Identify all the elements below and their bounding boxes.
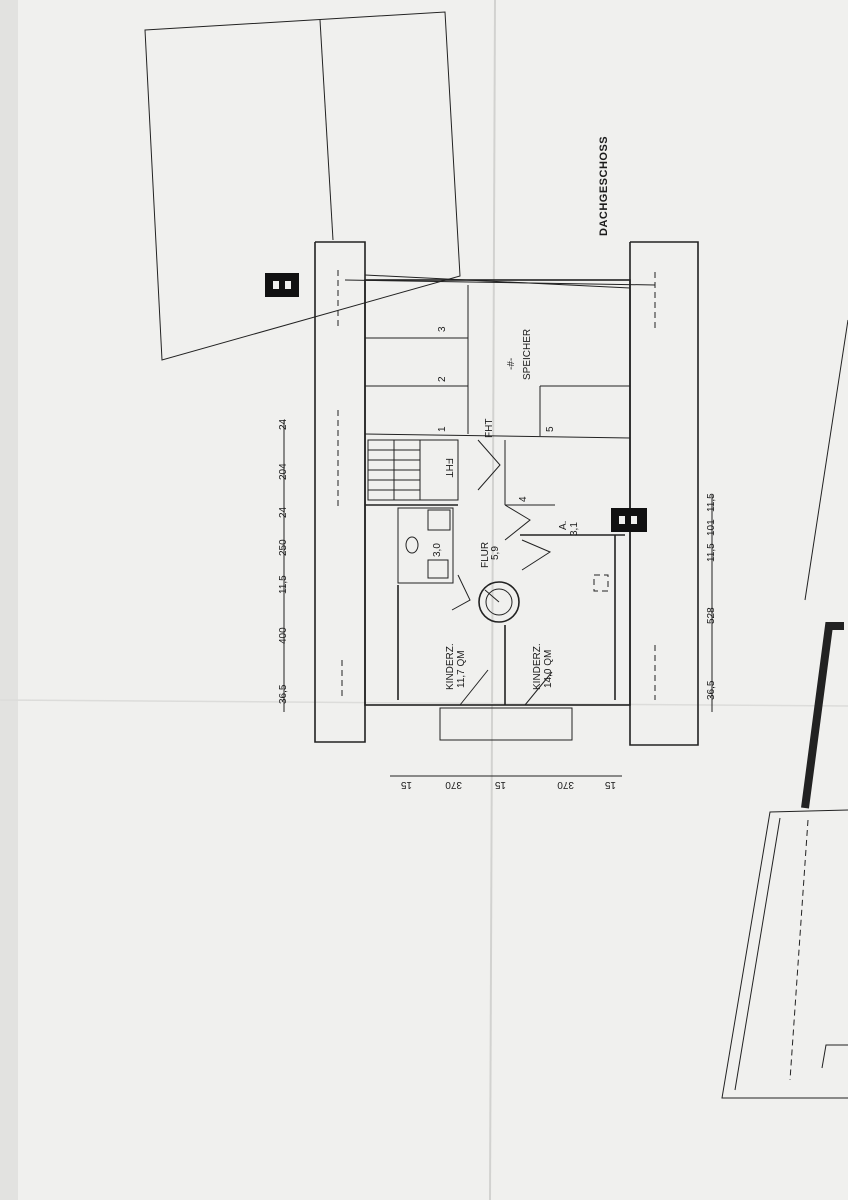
attic-divider-4 [364,433,631,439]
balcony-outline [439,707,573,741]
roof-outline-top [364,274,631,289]
room-area-flur: 5,9 [490,546,501,560]
stair-landing [419,439,459,501]
marker-3: 3 [437,326,448,332]
dim-bottom-4: 370 [557,779,574,790]
chimney-marker-top-hole-2 [285,281,291,289]
room-label-kinderz-2: KINDERZ. [532,643,543,690]
marker-1: 1 [437,426,448,432]
bathroom-shower [427,559,449,579]
speicher-symbol: -#- [506,358,517,370]
dashed-box-small [593,574,609,592]
chimney-marker-top [265,273,299,297]
fht-label-stair: FHT [443,458,454,477]
door-swing-a [521,539,552,571]
door-swing-kinderz-1 [459,669,489,706]
room-area-kinderz-2: 14,0 QM [543,650,554,688]
room-label-flur: FLUR [480,542,491,568]
dim-right-5: 36,5 [706,680,717,700]
dim-bottom-1: 15 [400,779,412,790]
adjacent-building-outline [721,809,848,1099]
fht-label-top: FHT [484,419,495,438]
room-label-kinderz-1: KINDERZ. [445,643,456,690]
spiral-axis [484,589,500,603]
dim-left-1: 24 [278,418,289,430]
marker-2: 2 [437,376,448,382]
chimney-marker-top-hole-1 [273,281,279,289]
dim-bottom-2: 370 [445,779,462,790]
building-outer-wall [364,279,631,706]
door-swing-fht [477,439,501,491]
bathroom-toilet [405,536,419,554]
dim-right-4: 528 [706,607,717,624]
dim-bottom-5: 15 [604,779,616,790]
marker-5: 5 [545,426,556,432]
adjacent-hatch [789,819,809,1081]
dim-left-6: 400 [278,627,289,644]
door-swing-kinderz-2 [524,671,553,706]
door-swing-flur [451,574,471,611]
adjacent-building-inner [734,817,781,1091]
door-swing-speicher [504,504,531,541]
marker-4: 4 [518,496,529,502]
adjacent-roof-slope [804,319,848,601]
chimney-marker-right-hole-2 [631,516,637,524]
dim-left-3: 24 [278,506,289,518]
neighbor-plot-outline [144,11,461,361]
room-area-a: 3,1 [569,522,580,536]
neighbor-plot-divider [319,19,334,241]
spiral-element [478,581,520,623]
bathroom-sink [427,509,451,531]
dim-right-1: 11,5 [706,493,717,512]
dim-left-4: 250 [278,539,289,556]
room-label-a: A. [558,521,569,530]
dim-right-2: 101 [706,519,717,536]
fold-line-vertical [489,0,496,1200]
dim-bottom-3: 15 [494,779,506,790]
adjacent-door [821,1044,848,1069]
dim-right-3: 11,5 [706,543,717,562]
room-area-kinderz-1: 11,7 QM [456,650,467,688]
fold-line-horizontal [0,699,848,707]
bathroom-outline [397,507,454,584]
chimney-marker-right [611,508,647,532]
roof-outline-top-2 [344,279,656,286]
drawing-title: DACHGESCHOSS [598,136,610,236]
bath-area: 3,0 [432,543,443,557]
chimney-marker-right-hole-1 [619,516,625,524]
dim-left-2: 204 [278,463,289,480]
paper-left-shadow [0,0,18,1200]
dim-left-5: 11,5 [278,575,289,594]
roof-outline-left [314,241,366,743]
spiral-element-inner [485,588,513,616]
adjacent-building-thick-wall [801,622,844,809]
room-label-speicher: SPEICHER [522,329,533,380]
dim-left-7: 36,5 [278,684,289,704]
